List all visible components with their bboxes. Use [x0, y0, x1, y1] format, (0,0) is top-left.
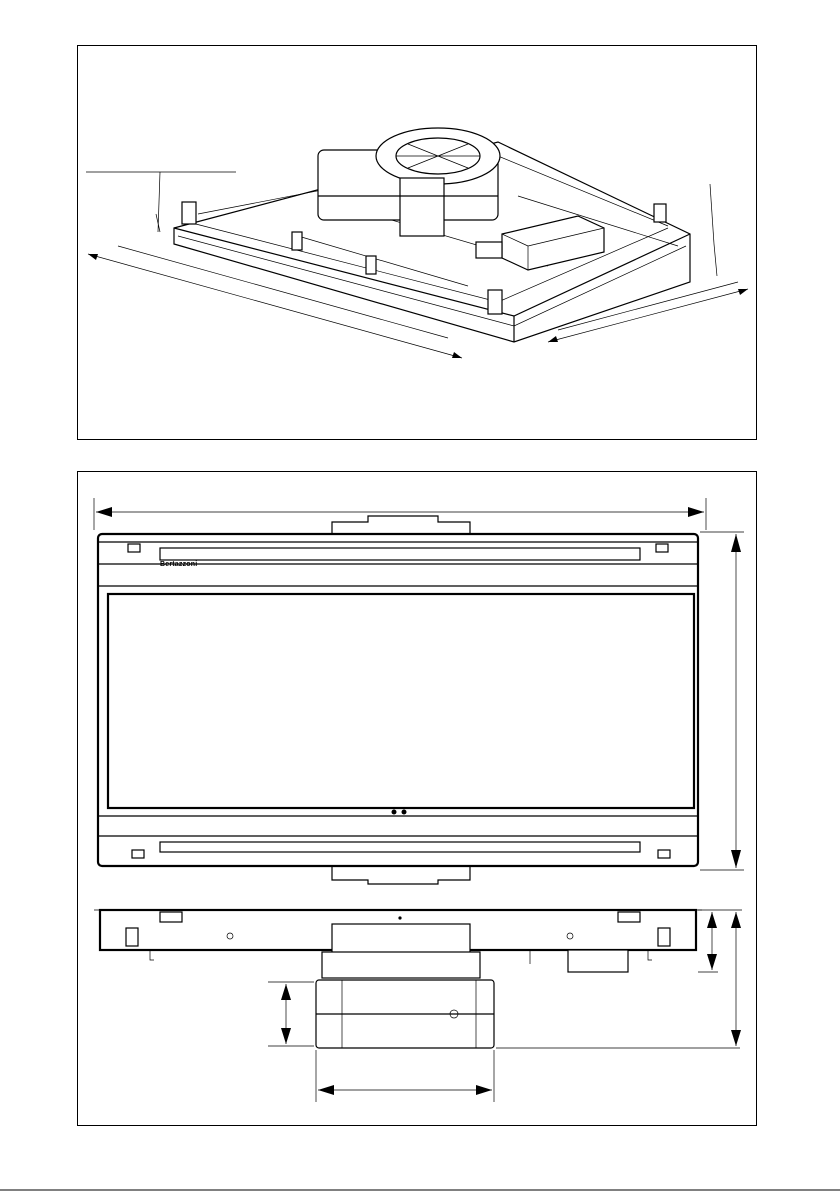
- arrowhead-icon: [88, 254, 98, 260]
- screw-icon: [398, 916, 401, 919]
- blower-outlet: [400, 178, 444, 236]
- bottom-vent-slot: [160, 842, 640, 852]
- arrowhead-icon: [731, 912, 741, 928]
- bracket-mid-1: [292, 232, 302, 250]
- arrowhead-icon: [452, 352, 462, 358]
- arrowhead-icon: [738, 289, 748, 295]
- orthographic-drawing: [78, 472, 758, 1127]
- arrowhead-icon: [707, 912, 717, 928]
- bracket-mid-2: [366, 256, 376, 274]
- bottom-clip-left: [132, 850, 144, 858]
- bracket-left: [182, 202, 196, 224]
- bottom-clip-right: [658, 850, 670, 858]
- arrowhead-icon: [688, 507, 704, 517]
- arrowhead-icon: [476, 1085, 492, 1095]
- arrowhead-icon: [731, 1030, 741, 1046]
- height-dimension-right: [714, 244, 717, 276]
- side-tab-right: [618, 912, 640, 922]
- top-clip-left: [128, 544, 140, 552]
- mounting-bracket-top: [332, 516, 470, 534]
- side-latch-left: [126, 928, 138, 946]
- arrowhead-icon: [731, 534, 741, 552]
- side-tab-left: [160, 912, 182, 922]
- connector-block: [476, 242, 502, 258]
- arrowhead-icon: [281, 984, 291, 1000]
- leader-line-right: [710, 184, 714, 244]
- orthographic-views-panel: [77, 471, 757, 1126]
- arrowhead-icon: [707, 954, 717, 970]
- bracket-right: [654, 204, 666, 222]
- screw-icon: [227, 933, 233, 939]
- top-clip-right: [656, 544, 668, 552]
- arrowhead-icon: [318, 1085, 334, 1095]
- hook-left: [150, 950, 154, 960]
- arrowhead-icon: [281, 1028, 291, 1044]
- footer-rule: [0, 1187, 840, 1192]
- motor-collar: [322, 952, 480, 978]
- top-vent-slot: [160, 548, 640, 560]
- bracket-front: [488, 290, 502, 314]
- perspective-drawing: [78, 46, 758, 441]
- arrowhead-icon: [731, 850, 741, 868]
- arrowhead-icon: [548, 336, 558, 342]
- mounting-bracket-bottom: [332, 866, 470, 884]
- filter-panel: [108, 594, 694, 808]
- knob-icon: [402, 810, 407, 815]
- arrowhead-icon: [96, 507, 112, 517]
- screw-icon: [567, 933, 573, 939]
- perspective-view-panel: [77, 45, 757, 440]
- hook-right: [648, 950, 652, 960]
- brand-label: Bertazzoni: [160, 561, 197, 568]
- knob-icon: [392, 810, 397, 815]
- side-latch-right: [658, 928, 670, 946]
- control-box-side: [568, 950, 628, 972]
